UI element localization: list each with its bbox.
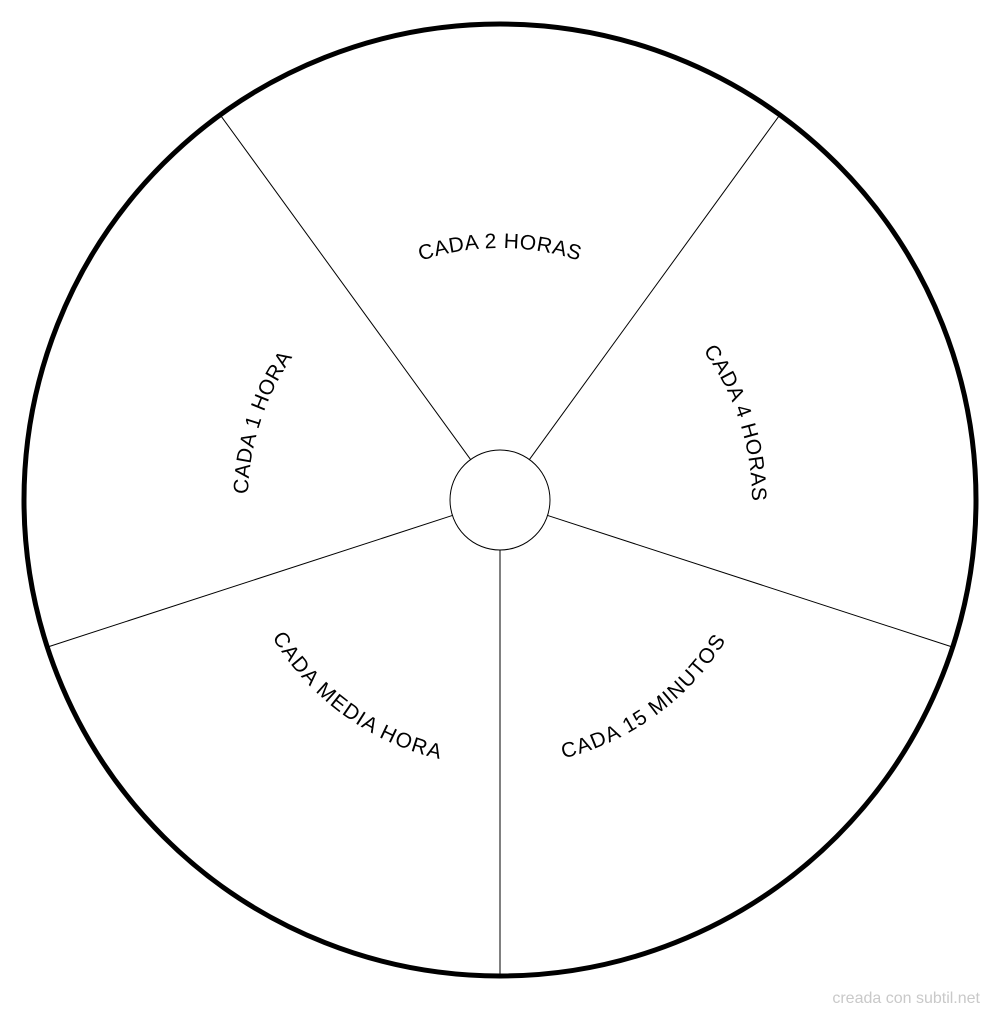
segment-divider <box>47 514 453 648</box>
credit-watermark: creada con subtil.net <box>832 990 980 1007</box>
segment-divider <box>528 114 781 460</box>
segment-divider <box>547 514 953 648</box>
wheel-center-hub <box>449 449 551 551</box>
segment-divider <box>219 114 472 460</box>
